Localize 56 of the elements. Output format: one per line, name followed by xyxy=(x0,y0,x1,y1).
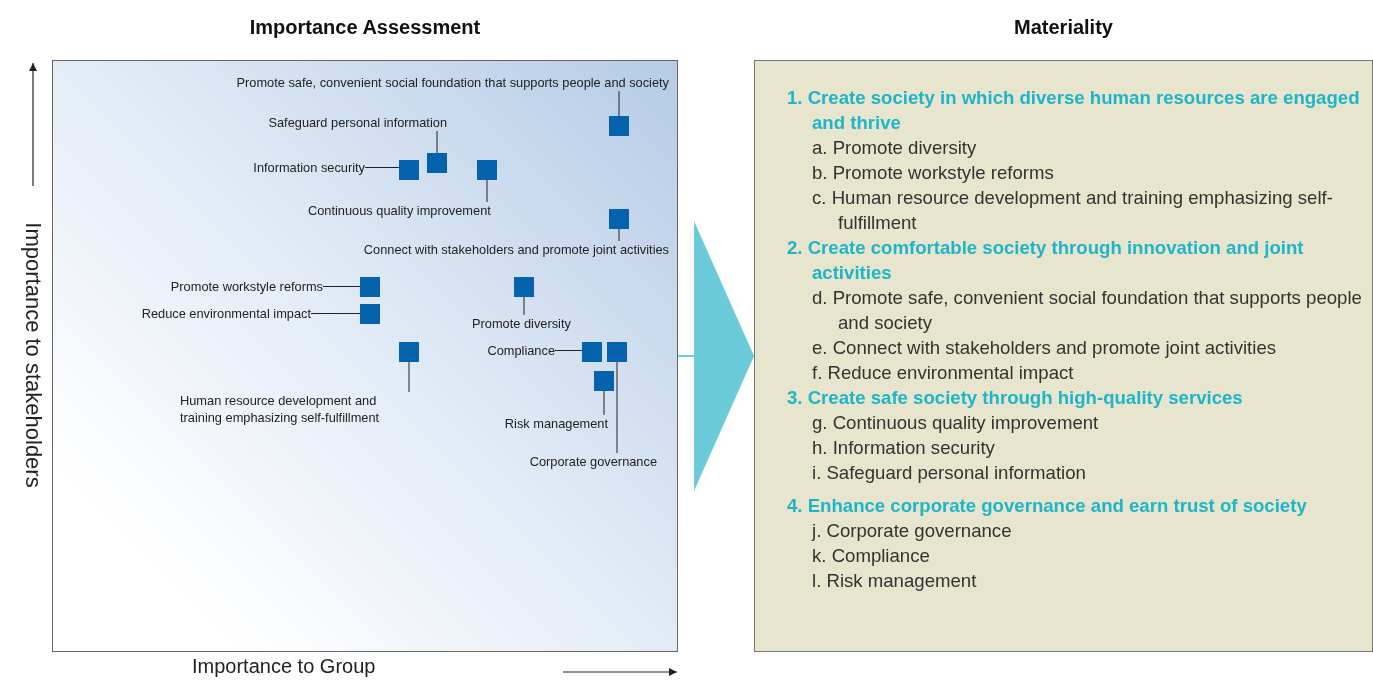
point-label: Safeguard personal information xyxy=(268,114,447,131)
list-item: i. Safeguard personal information xyxy=(811,461,1087,485)
point-label: Continuous quality improvement xyxy=(308,202,491,219)
point-label: Reduce environmental impact xyxy=(141,305,311,322)
goal-heading: 1. Create society in which diverse human resources are engaged and thrive xyxy=(787,86,1361,135)
leader-line xyxy=(310,313,361,314)
data-point-marker xyxy=(399,342,419,362)
data-point-marker xyxy=(427,153,447,173)
leader-line xyxy=(618,228,620,242)
list-item: c. Human resource development and training emphasizing self-fulfillment xyxy=(811,186,1334,235)
list-item: h. Information security xyxy=(811,436,996,460)
point-label: Information security xyxy=(253,159,365,176)
data-point-marker xyxy=(514,277,534,297)
point-label: Risk management xyxy=(504,415,608,432)
list-item: k. Compliance xyxy=(811,544,931,568)
goal-heading: 4. Enhance corporate governance and earn trust of society xyxy=(787,494,1308,518)
data-point-marker xyxy=(609,209,629,229)
leader-line xyxy=(322,286,361,287)
goal-heading: 2. Create comfortable society through innovation and joint activities xyxy=(787,236,1305,285)
data-point-marker xyxy=(477,160,497,180)
chevron-arrow xyxy=(677,221,755,491)
leader-line xyxy=(408,361,410,393)
axis-label: Importance to Group xyxy=(192,655,376,678)
leader-line xyxy=(523,296,525,316)
leader-line xyxy=(616,361,618,454)
list-item: l. Risk management xyxy=(811,569,978,593)
goal-heading: 3. Create safe society through high-quality services xyxy=(787,386,1244,410)
leader-line xyxy=(364,167,400,168)
data-point-marker xyxy=(360,304,380,324)
axis-label: Importance to stakeholders xyxy=(20,222,46,488)
list-item: e. Connect with stakeholders and promote joint activities xyxy=(811,336,1278,360)
data-point-marker xyxy=(594,371,614,391)
data-point-marker xyxy=(609,116,629,136)
data-point-marker xyxy=(399,160,419,180)
data-point-marker xyxy=(360,277,380,297)
point-label: Human resource development and training emphasizing self-fulfillment xyxy=(180,392,412,426)
panel-heading: Materiality xyxy=(1013,16,1114,39)
leader-line xyxy=(436,130,438,154)
point-label: Promote diversity xyxy=(472,315,571,332)
list-item: b. Promote workstyle reforms xyxy=(811,161,1055,185)
data-point-marker xyxy=(607,342,627,362)
list-item: a. Promote diversity xyxy=(811,136,978,160)
list-item: j. Corporate governance xyxy=(810,519,1013,543)
point-label: Connect with stakeholders and promote joint activities xyxy=(363,241,669,258)
point-label: Compliance xyxy=(487,342,555,359)
leader-line xyxy=(486,179,488,203)
leader-line xyxy=(603,390,605,416)
point-label: Promote workstyle reforms xyxy=(170,278,323,295)
leader-line xyxy=(554,350,583,351)
data-point-marker xyxy=(582,342,602,362)
list-item: g. Continuous quality improvement xyxy=(811,411,1100,435)
list-item: f. Reduce environmental impact xyxy=(811,361,1075,385)
panel-heading: Importance Assessment xyxy=(248,16,482,39)
point-label: Promote safe, convenient social foundation that supports people and society xyxy=(236,74,669,91)
leader-line xyxy=(618,90,620,117)
point-label: Corporate governance xyxy=(529,453,657,470)
